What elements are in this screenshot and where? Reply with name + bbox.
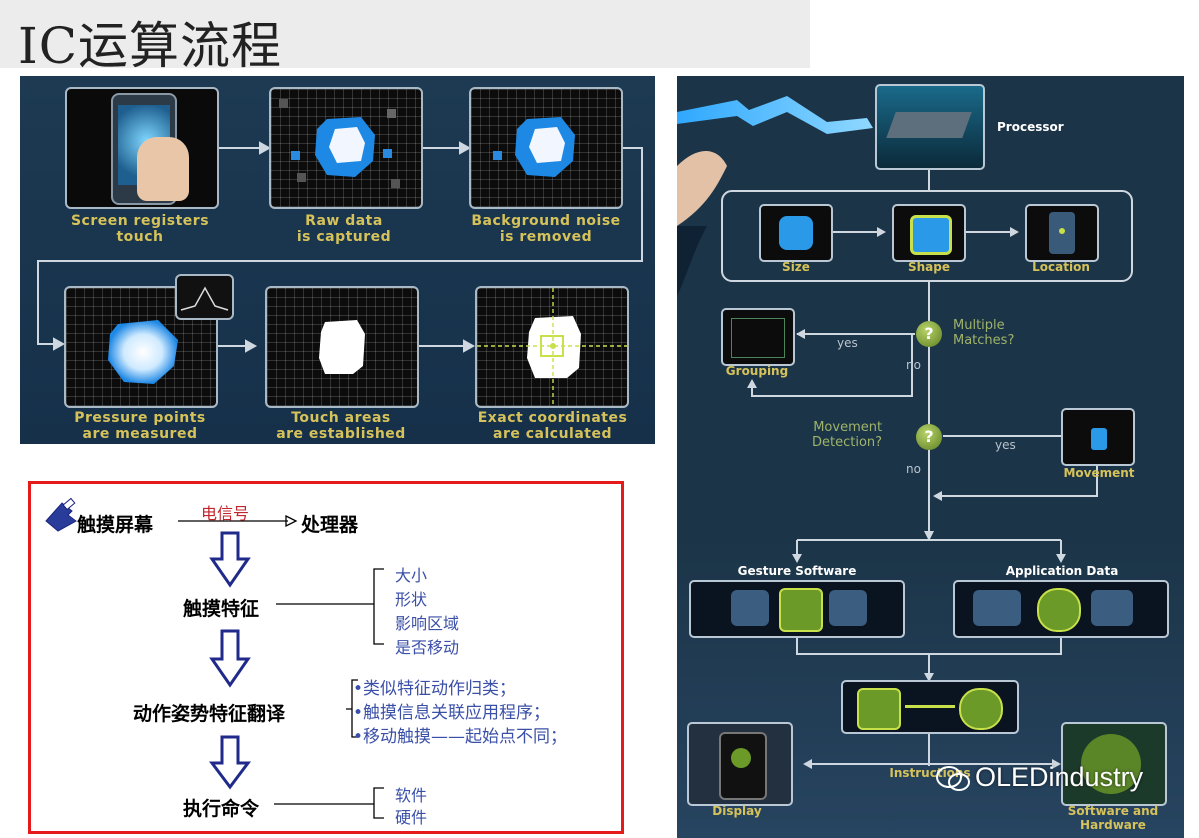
grouping-label: Grouping [725, 364, 789, 378]
pressure-blob [108, 320, 178, 384]
pointer-hand-icon [45, 497, 77, 532]
shape-label: Shape [907, 260, 950, 274]
flow-arrows [45, 497, 384, 819]
processor-flow-diagram: Processor Size Shape Location Grouping ?… [677, 76, 1184, 838]
location-image [1025, 204, 1099, 262]
processor-chip-image [875, 84, 985, 170]
location-label: Location [1032, 260, 1090, 274]
clean-blob [493, 117, 575, 177]
page-title: IC运算流程 [18, 17, 283, 75]
movement-detection-decision-icon: ? [916, 424, 942, 450]
wechat-icon [936, 765, 970, 791]
touch-features-label: 触摸特征 [183, 598, 260, 620]
gesture-software-label: Gesture Software [737, 564, 857, 578]
raw-blob [279, 99, 400, 188]
electric-signal-label: 电信号 [201, 504, 250, 523]
ic-flow-box: 触摸屏幕 电信号 处理器 触摸特征 大小 形状 影响区域 是否移动 动作姿势特征… [28, 481, 624, 834]
chip-icon [886, 112, 972, 138]
screen-registers-touch-image [65, 87, 219, 209]
shape-image [892, 204, 966, 262]
touch-screen-label: 触摸屏幕 [77, 514, 154, 536]
software-hardware-image [1061, 722, 1167, 806]
touch-area-shape [319, 320, 365, 374]
no-label-2: no [906, 462, 921, 476]
exact-coordinates-image [475, 286, 629, 408]
translation-list: •类似特征动作归类； •触摸信息关联应用程序； •移动触摸——起始点不同； [353, 679, 568, 747]
gesture-translation-label: 动作姿势特征翻译 [133, 703, 286, 725]
processor-label: Processor [997, 120, 1064, 134]
diagram-connectors [37, 141, 643, 353]
grouping-image [721, 308, 795, 366]
pressure-points-image [64, 286, 218, 408]
coordinates-crosshair [477, 288, 627, 406]
processor-label-cn: 处理器 [301, 514, 359, 536]
display-label: Display [712, 804, 762, 818]
execute-command-label: 执行命令 [183, 798, 260, 820]
noise-removed-image [469, 87, 623, 209]
gesture-software-panel [689, 580, 905, 638]
movement-image [1061, 408, 1135, 466]
hand-icon [137, 137, 189, 201]
yes-label-2: yes [995, 438, 1016, 452]
instructions-combine-panel [841, 680, 1019, 734]
title-bar [0, 0, 810, 68]
yes-label-1: yes [837, 336, 858, 350]
features-list: 大小 形状 影响区域 是否移动 [395, 566, 460, 657]
pressure-graph-inset [175, 274, 234, 320]
command-list: 软件 硬件 [395, 786, 428, 827]
movement-label: Movement [1063, 466, 1135, 480]
watermark: OLEDindustry [935, 762, 1143, 794]
touch-areas-image [265, 286, 419, 408]
display-image [687, 722, 793, 806]
size-image [759, 204, 833, 262]
application-data-label: Application Data [1005, 564, 1119, 578]
size-label: Size [782, 260, 810, 274]
flow-connectors [677, 96, 1133, 769]
application-data-panel [953, 580, 1169, 638]
no-label-1: no [906, 358, 921, 372]
raw-data-image [269, 87, 423, 209]
multiple-matches-decision-icon: ? [916, 321, 942, 347]
